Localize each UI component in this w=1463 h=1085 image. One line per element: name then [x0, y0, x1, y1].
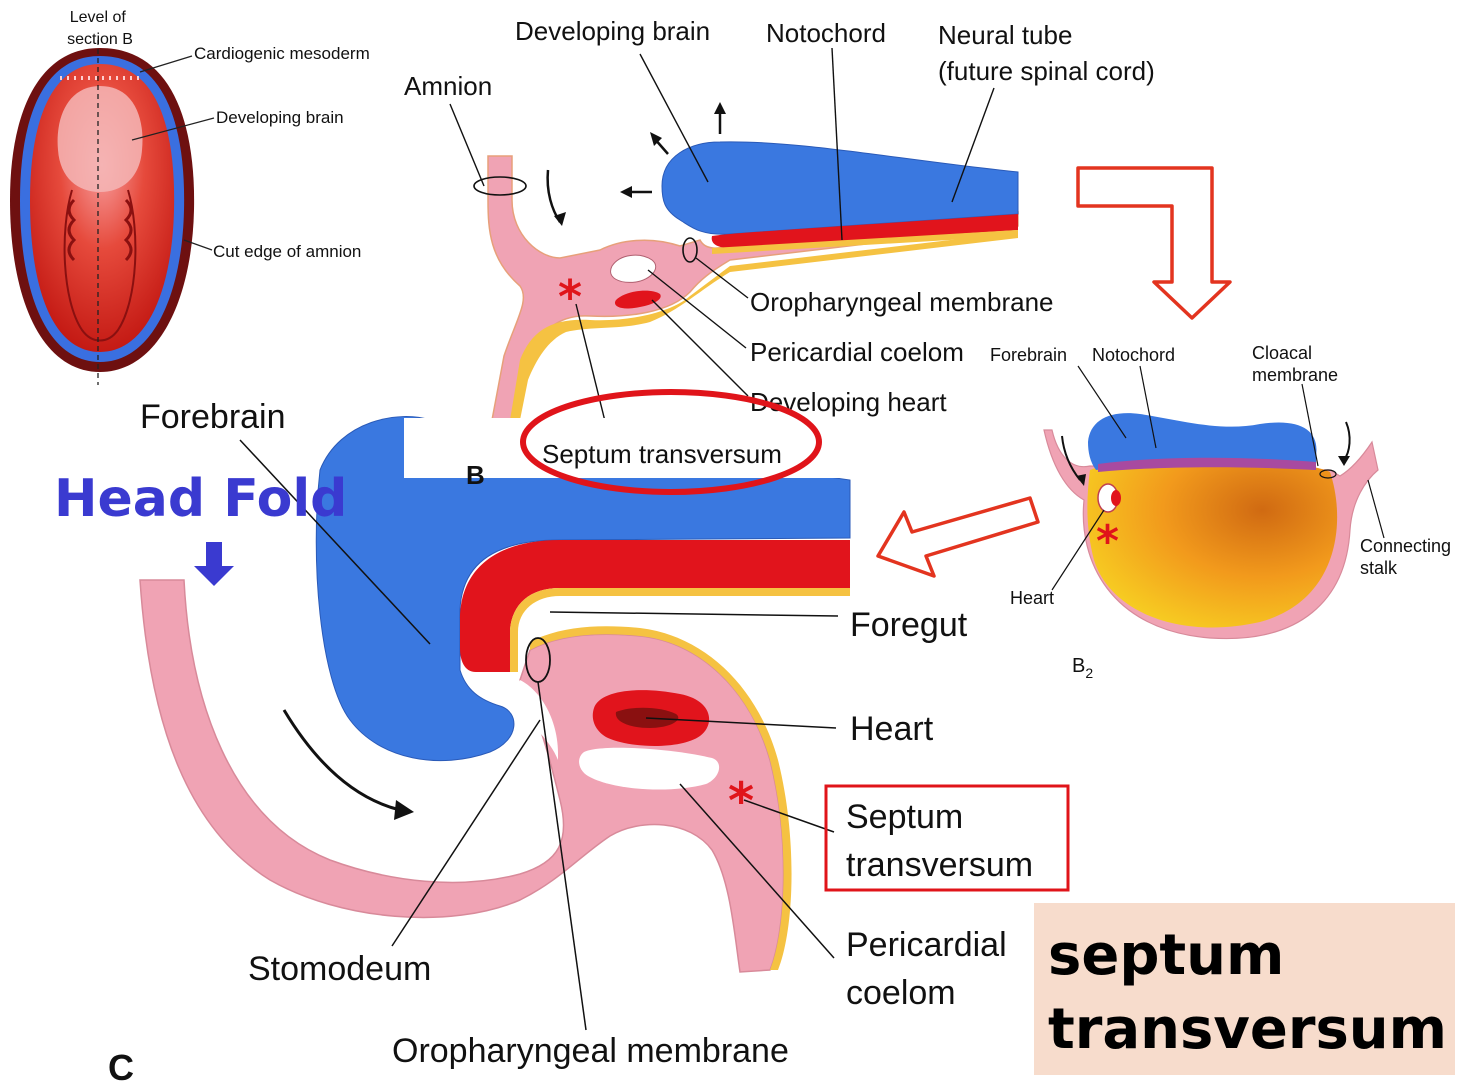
c-oropharyngeal-label: Oropharyngeal membrane — [392, 1032, 789, 1070]
answer-line-1: septum — [1048, 928, 1284, 984]
developing-brain-shape — [58, 86, 143, 192]
c-pericardial-coelom-label: Pericardial coelom — [846, 926, 1016, 1012]
b2-heart-label: Heart — [1010, 588, 1054, 608]
cut-edge-amnion-label: Cut edge of amnion — [213, 242, 361, 261]
notochord-label-b: Notochord — [766, 18, 886, 48]
oropharyngeal-membrane-label-b: Oropharyngeal membrane — [750, 287, 1054, 317]
level-of-section-label: Level of section B — [67, 9, 133, 48]
developing-brain-label-b: Developing brain — [515, 16, 710, 46]
cardiogenic-mesoderm-label: Cardiogenic mesoderm — [194, 44, 370, 63]
c-heart-label: Heart — [850, 710, 934, 748]
fold-arrow-curved — [548, 170, 560, 222]
b2-forebrain-label: Forebrain — [990, 345, 1067, 365]
head-fold-arrow-icon — [194, 542, 234, 586]
c-septum-label: Septum transversum — [846, 798, 1033, 884]
septum-asterisk-c: * — [728, 772, 754, 830]
answer-line-2: transversum — [1048, 1002, 1447, 1058]
hollow-arrow-left — [878, 498, 1038, 576]
b2-connecting-stalk-label: Connecting stalk — [1360, 536, 1456, 578]
b2-panel-letter: B2 — [1072, 655, 1093, 681]
b2-cloacal-membrane-label: Cloacal membrane — [1252, 343, 1338, 385]
b2-notochord-label: Notochord — [1092, 345, 1175, 365]
panel-b2-embryo: * — [1044, 366, 1384, 639]
amnion-label: Amnion — [404, 71, 492, 101]
c-forebrain-label: Forebrain — [140, 398, 286, 436]
panel-a-embryo — [10, 40, 214, 385]
c-stomodeum-label: Stomodeum — [248, 950, 431, 988]
developing-heart-label-b: Developing heart — [750, 387, 947, 417]
pericardial-coelom-label-b: Pericardial coelom — [750, 337, 964, 367]
head-fold-label: Head Fold — [54, 469, 347, 529]
b-panel-letter: B — [466, 460, 485, 490]
neural-tube-sub-label: (future spinal cord) — [938, 56, 1155, 86]
hollow-arrow-bent — [1078, 168, 1230, 318]
developing-brain-label-a: Developing brain — [216, 108, 344, 127]
neural-tube-label: Neural tube — [938, 20, 1072, 50]
c-panel-letter: C — [108, 1047, 134, 1085]
septum-transversum-label-b: Septum transversum — [542, 439, 782, 469]
c-foregut-label: Foregut — [850, 606, 968, 644]
septum-asterisk-b2: * — [1096, 516, 1119, 567]
